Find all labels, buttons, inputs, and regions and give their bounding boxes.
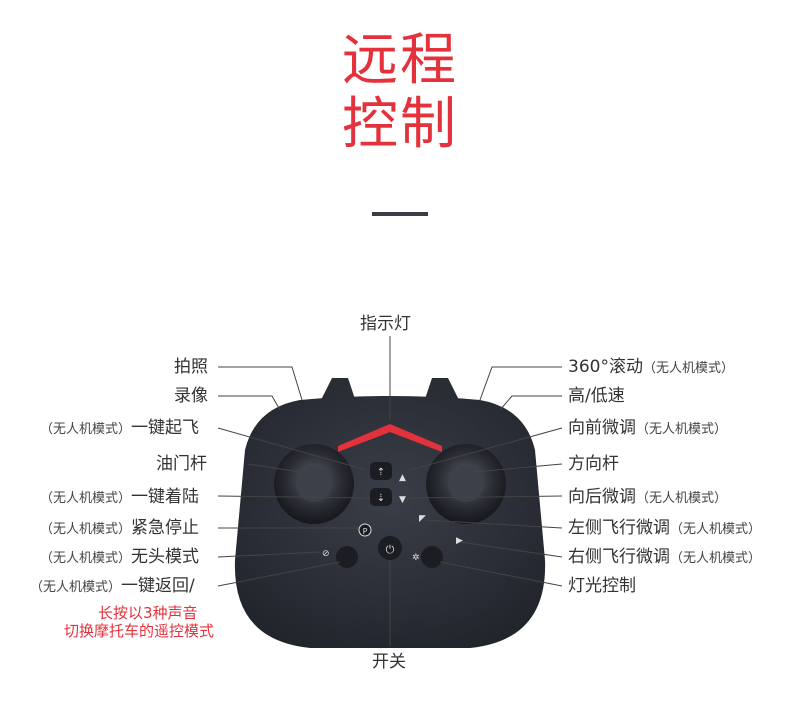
takeoff-button [370,462,392,480]
return-button [336,546,358,568]
right-trim-text: 右侧飞行微调 [568,547,670,567]
roll360-label: 360°滚动（无人机模式） [568,357,734,379]
right-trim-note: （无人机模式） [670,551,762,566]
svg-text:⏻: ⏻ [386,543,395,556]
left-trim-label: 左侧飞行微调（无人机模式） [568,518,761,540]
title-divider [372,212,428,216]
svg-text:◤: ◤ [419,514,426,524]
light-button [421,546,443,568]
right-shoulder-tab [424,378,460,402]
svg-text:▶: ▶ [456,536,463,546]
power-label: 开关 [372,652,406,672]
headless-label: （无人机模式）无头模式 [40,547,199,569]
headless-text: 无头模式 [131,547,200,567]
left-trim-text: 左侧飞行微调 [568,518,670,538]
headless-note: （无人机模式） [40,551,132,566]
forward-trim-text: 向前微调 [568,418,636,438]
emergency-text: 紧急停止 [131,518,200,538]
speed-label: 高/低速 [568,386,625,406]
return-note: （无人机模式） [30,580,122,595]
left-shoulder-tab [320,378,356,402]
forward-trim-label: 向前微调（无人机模式） [568,418,727,440]
direction-label: 方向杆 [568,454,619,474]
video-label: 录像 [174,386,208,406]
roll360-note: （无人机模式） [642,361,734,376]
backward-trim-note: （无人机模式） [636,491,728,506]
light-label: 灯光控制 [568,576,636,596]
backward-trim-label: 向后微调（无人机模式） [568,487,727,509]
forward-trim-note: （无人机模式） [636,422,728,437]
takeoff-note: （无人机模式） [40,422,132,437]
landing-text: 一键着陆 [131,487,200,507]
svg-text:▼: ▼ [399,495,406,505]
photo-label: 拍照 [174,357,208,377]
takeoff-text: 一键起飞 [131,418,200,438]
return-label: （无人机模式）一键返回/ [30,576,195,598]
roll360-text: 360°滚动 [568,357,643,377]
power-button [378,536,402,560]
svg-text:P: P [363,527,368,536]
indicator-light [338,424,442,452]
return-text: 一键返回/ [121,576,195,596]
svg-text:⊘: ⊘ [322,549,330,559]
right-trim-label: 右侧飞行微调（无人机模式） [568,547,761,569]
svg-text:✲: ✲ [412,553,420,563]
landing-button [370,488,392,506]
throttle-label: 油门杆 [156,454,207,474]
sound-mode-line2: 切换摩托车的遥控模式 [64,622,215,640]
title-line-1: 远程 [342,28,458,93]
emergency-note: （无人机模式） [40,522,132,537]
emergency-button [358,523,372,537]
sound-mode-line1: 长按以3种声音 [98,604,198,622]
svg-text:▲: ▲ [399,473,406,483]
title-line-2: 控制 [342,92,458,157]
landing-label: （无人机模式）一键着陆 [40,487,199,509]
svg-text:⇣: ⇣ [377,493,385,504]
svg-text:⇡: ⇡ [377,467,385,478]
emergency-label: （无人机模式）紧急停止 [40,518,199,540]
takeoff-label: （无人机模式）一键起飞 [40,418,199,440]
landing-note: （无人机模式） [40,491,132,506]
left-trim-note: （无人机模式） [670,522,762,537]
indicator-label: 指示灯 [360,314,411,334]
backward-trim-text: 向后微调 [568,487,636,507]
